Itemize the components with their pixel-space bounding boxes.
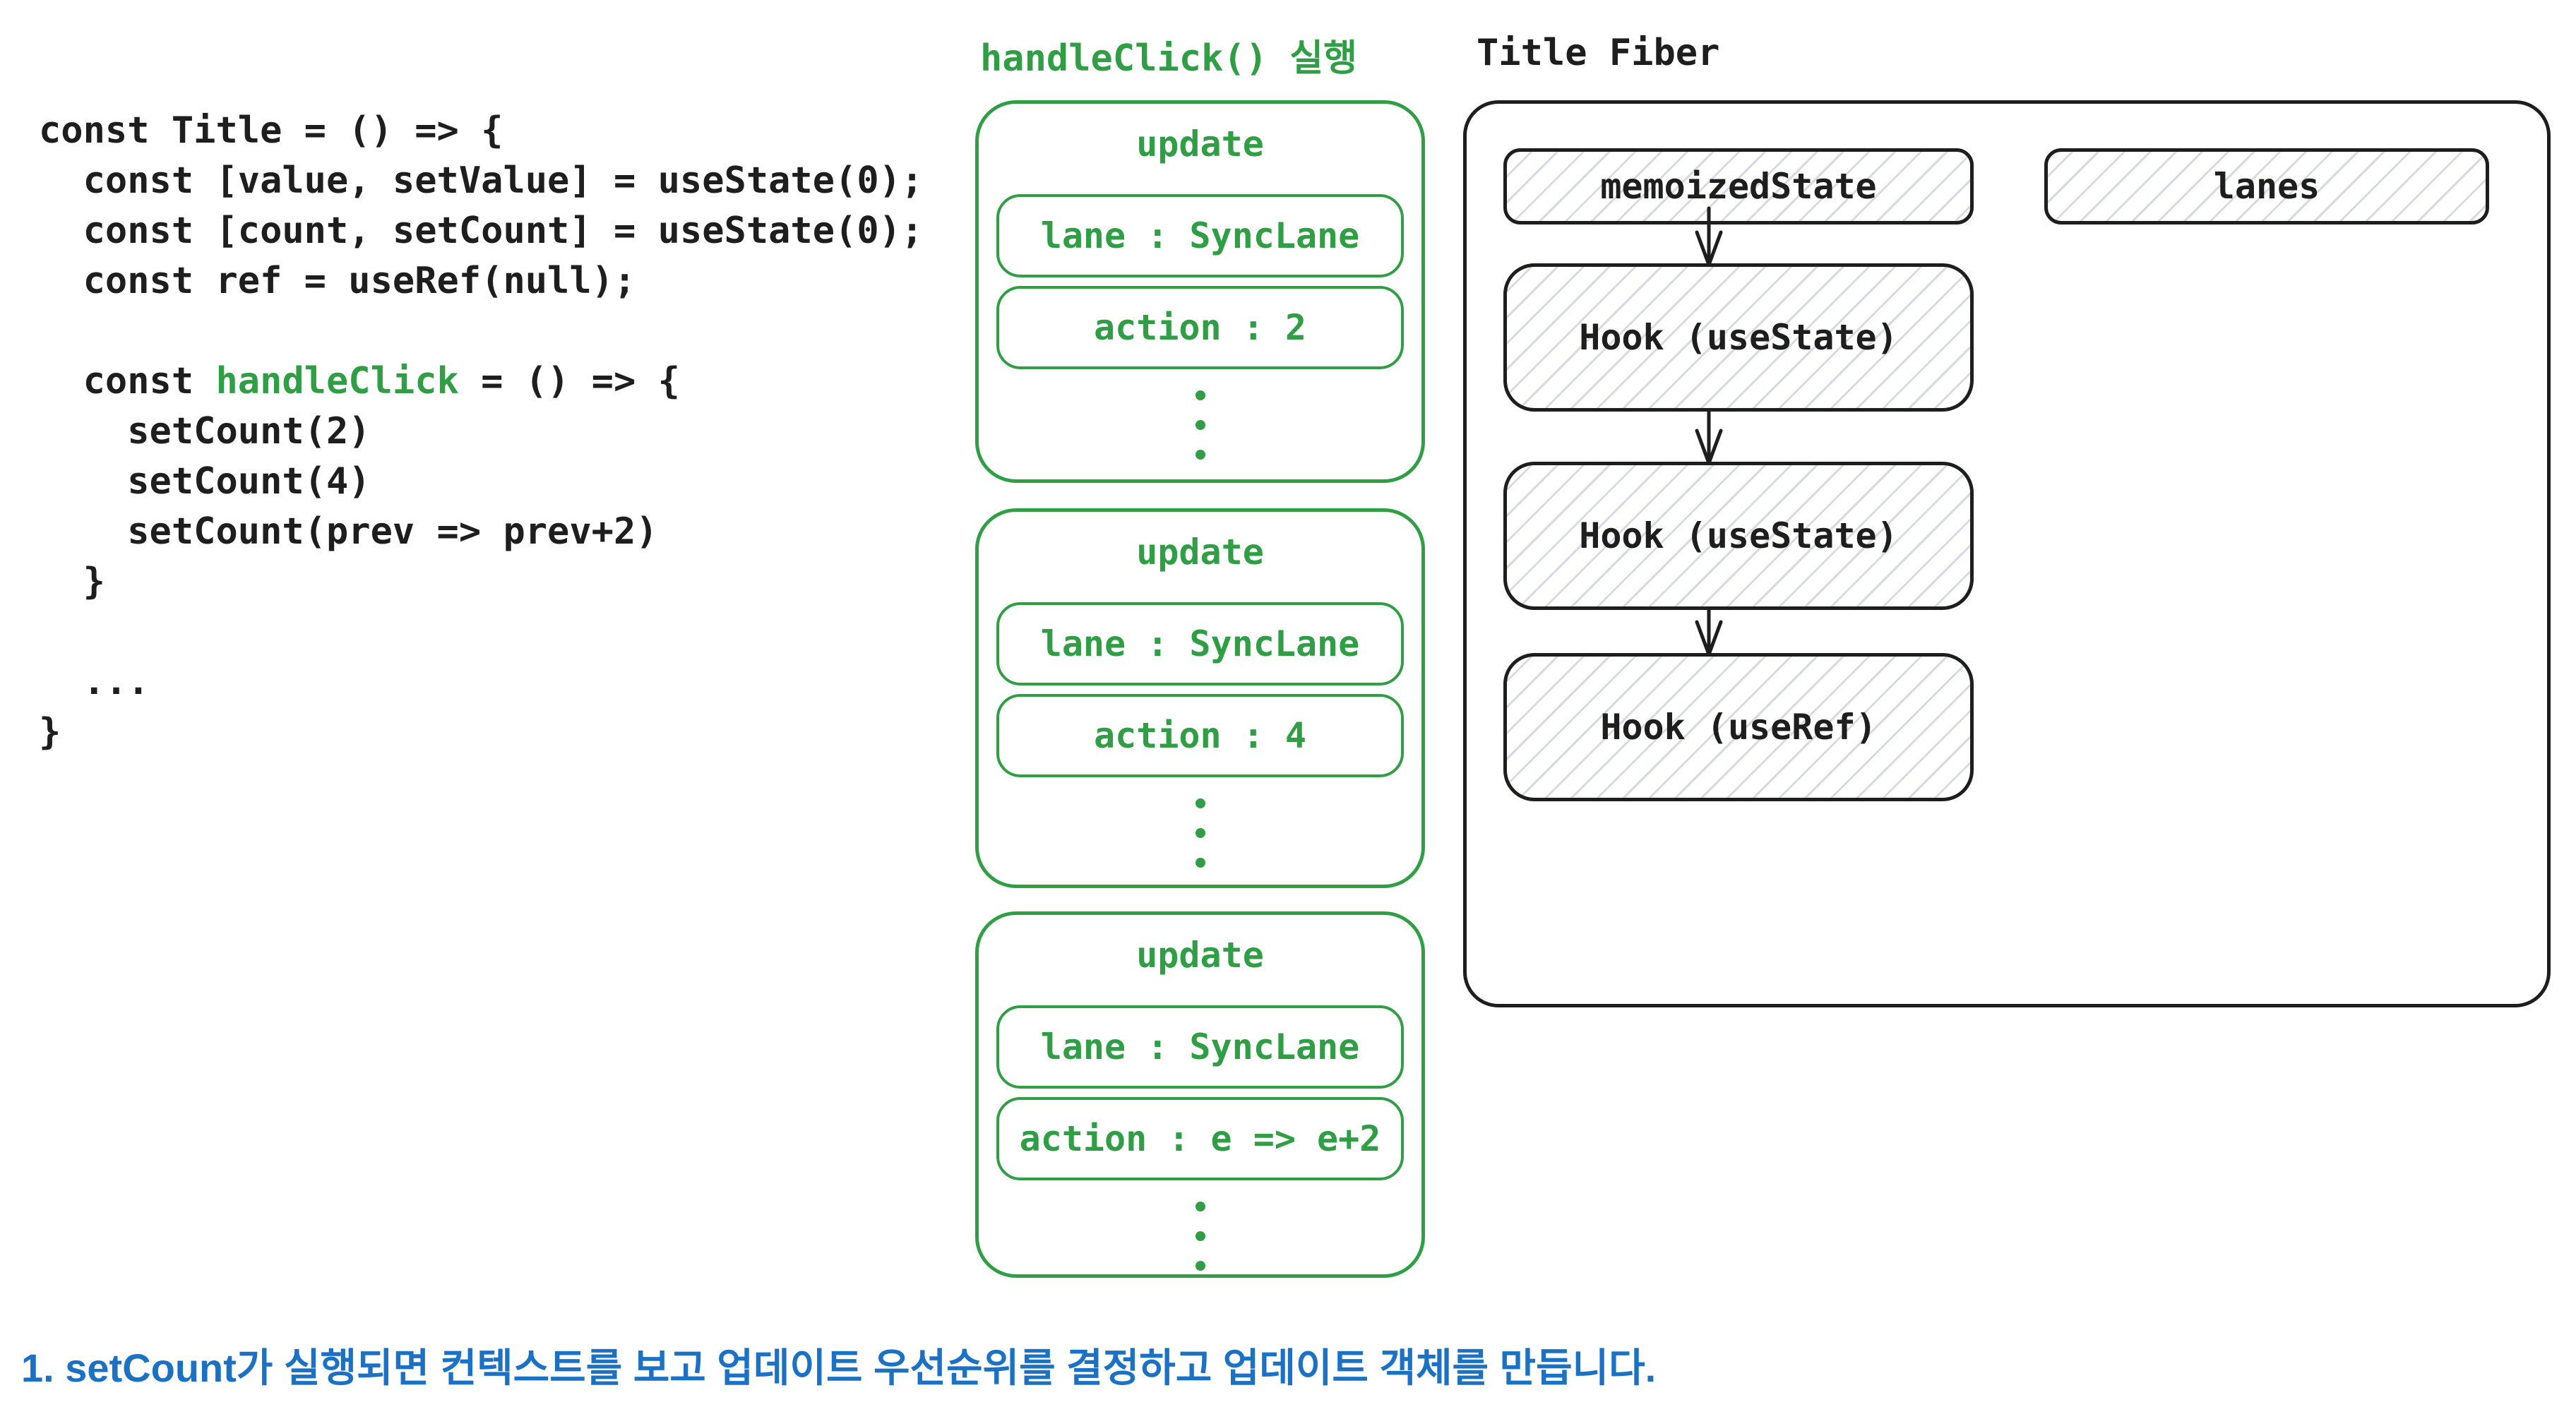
update-object-box-2: update lane : SyncLane action : 4 [975,508,1425,888]
code-line: } [39,557,923,607]
update-lane-field: lane : SyncLane [996,602,1404,685]
hook-node-3: Hook (useRef) [1503,653,1974,801]
update-object-box-1: update lane : SyncLane action : 2 [975,100,1425,483]
code-line: const handleClick = () => { [39,357,923,407]
fiber-box: memoizedState lanes Hook (useState) Hook … [1463,100,2551,1007]
memoized-state-node: memoizedState [1503,148,1974,224]
code-line: const [value, setValue] = useState(0); [39,156,924,206]
code-line [39,306,923,357]
update-title: update [1136,532,1264,573]
code-line: const [count, setCount] = useState(0); [39,206,924,256]
code-segment: ... [39,661,150,703]
code-line: ... [39,657,923,707]
flow-column-title: handleClick() 실행 [980,37,1357,80]
code-segment: } [39,711,61,753]
code-segment: setCount(4) [39,460,371,503]
code-segment: } [39,561,105,603]
code-segment: setCount(2) [39,410,371,453]
code-line: setCount(prev => prev+2) [39,507,923,557]
code-line: const Title = () => { [39,106,923,156]
update-title: update [1136,124,1264,164]
code-segment: handleClick [215,360,459,402]
code-line: } [39,707,923,758]
update-lane-field: lane : SyncLane [996,1005,1404,1089]
update-lane-field: lane : SyncLane [996,194,1404,277]
code-segment: = () => { [458,360,680,402]
code-segment: const Title = () => { [39,109,503,152]
ellipsis-dots [1195,798,1205,868]
arrow-hook1-to-hook2 [1695,404,1723,469]
code-line: setCount(4) [39,457,923,507]
ellipsis-dots [1195,1202,1205,1271]
hook-node-2: Hook (useState) [1503,462,1974,610]
update-action-field: action : e => e+2 [996,1097,1404,1180]
code-line [39,607,923,657]
ellipsis-dots [1195,390,1205,460]
lanes-node: lanes [2044,148,2489,224]
code-line: const ref = useRef(null); [39,256,923,306]
update-action-field: action : 2 [996,286,1404,369]
code-segment: const [39,360,216,402]
fiber-panel-title: Title Fiber [1477,32,1720,74]
hook-node-1: Hook (useState) [1503,263,1974,412]
code-line: setCount(2) [39,407,923,457]
update-title: update [1136,935,1264,976]
code-segment: const [value, setValue] = useState(0); [39,160,924,202]
caption-text: 1. setCount가 실행되면 컨텍스트를 보고 업데이트 우선순위를 결정… [21,1346,1657,1390]
update-action-field: action : 4 [996,694,1404,777]
code-segment: setCount(prev => prev+2) [39,510,658,553]
code-segment: const [count, setCount] = useState(0); [39,210,924,252]
code-segment: const ref = useRef(null); [39,260,636,302]
code-block: const Title = () => { const [value, setV… [39,106,923,758]
